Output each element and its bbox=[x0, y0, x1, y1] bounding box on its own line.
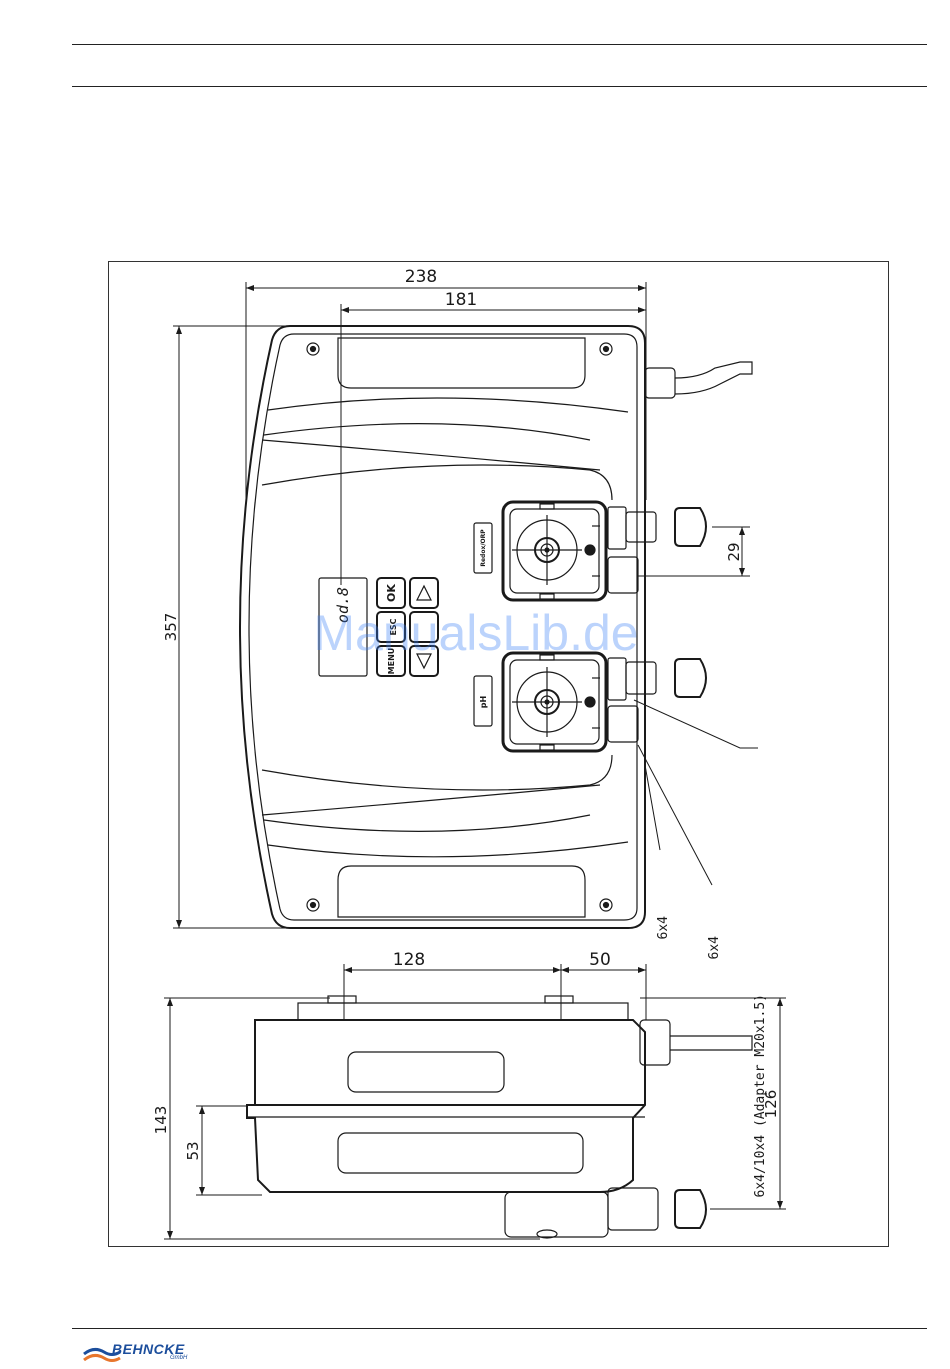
side-view bbox=[247, 996, 752, 1238]
rib-top-3 bbox=[262, 465, 612, 500]
side-lug-right bbox=[545, 996, 573, 1003]
cap-bottom bbox=[675, 659, 706, 697]
top-handle bbox=[338, 338, 585, 388]
callout-hose-a: 6x4 bbox=[656, 916, 671, 940]
footer-rule bbox=[72, 1328, 927, 1329]
pump-head-bottom bbox=[474, 653, 606, 751]
dim-side-offset-a: 128 bbox=[393, 950, 425, 970]
brand-logo: BEHNCKE GmbH bbox=[82, 1340, 192, 1366]
dim-height-total: 357 bbox=[162, 613, 180, 642]
callout-hose-b: 6x4 bbox=[707, 936, 722, 960]
dim-width-total: 238 bbox=[405, 267, 437, 287]
bottom-handle bbox=[338, 866, 585, 917]
rib-bottom-3 bbox=[262, 755, 612, 790]
side-pump-block bbox=[505, 1192, 608, 1237]
cap-top bbox=[675, 508, 706, 546]
side-top-cap bbox=[298, 1003, 628, 1020]
side-cable bbox=[670, 1036, 752, 1050]
dimension-arrows bbox=[167, 285, 783, 1239]
watermark: ManualsLib.de bbox=[313, 605, 638, 661]
side-handle-top bbox=[348, 1052, 504, 1092]
cable-gland bbox=[645, 368, 675, 398]
key-ok-label: OK bbox=[385, 584, 398, 602]
rib-bottom-2 bbox=[264, 815, 590, 831]
side-lug-left bbox=[328, 996, 356, 1003]
side-cap bbox=[675, 1190, 706, 1228]
brand-sub: GmbH bbox=[170, 1355, 187, 1361]
side-fitting bbox=[608, 1188, 658, 1230]
pump-bottom-label: pH bbox=[479, 696, 488, 708]
dim-pump-spacing: 29 bbox=[725, 542, 743, 561]
dim-side-height-lower: 53 bbox=[184, 1141, 202, 1160]
key-up bbox=[410, 578, 438, 608]
rib-top-2 bbox=[264, 424, 590, 440]
pump-head-top bbox=[474, 502, 606, 600]
dim-side-height-total: 143 bbox=[152, 1106, 170, 1135]
side-handle-bottom bbox=[338, 1133, 583, 1173]
pump-top-label: Redox/ORP bbox=[480, 529, 487, 567]
rib-bottom-4 bbox=[262, 785, 600, 815]
dim-width-inner: 181 bbox=[445, 290, 477, 310]
arrow-up-icon bbox=[417, 586, 431, 600]
rib-bottom-1 bbox=[268, 842, 628, 857]
cable bbox=[675, 362, 752, 394]
callout-hose-c: 6x4/10x4 (Adapter M20x1.5) bbox=[753, 994, 768, 1198]
rib-top-4 bbox=[262, 440, 600, 470]
dim-side-offset-b: 50 bbox=[589, 950, 611, 970]
rib-top-1 bbox=[268, 398, 628, 412]
